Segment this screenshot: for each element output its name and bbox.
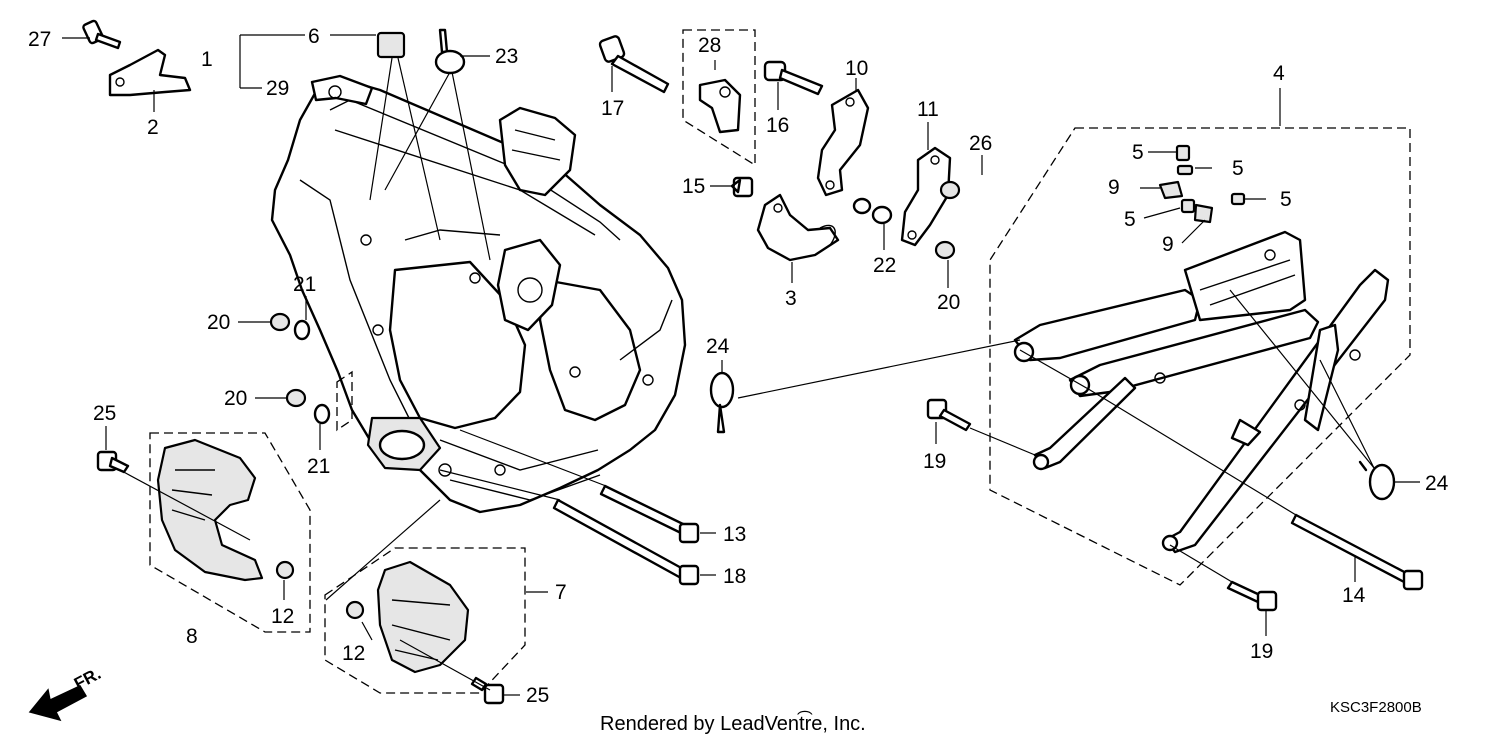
- callout-23: 23: [495, 45, 518, 68]
- nut-26: [939, 180, 961, 200]
- callout-25b: 25: [526, 684, 549, 707]
- bracket-10: [816, 88, 870, 197]
- diagram-code: KSC3F2800B: [1330, 699, 1422, 716]
- main-frame: [270, 74, 687, 514]
- callout-24b: 24: [1425, 472, 1449, 495]
- callout-8: 8: [186, 625, 198, 648]
- callout-28: 28: [698, 34, 721, 57]
- callout-4: 4: [1273, 62, 1285, 85]
- sub-frame: [1013, 230, 1390, 554]
- callout-21b: 21: [307, 455, 330, 478]
- callout-24a: 24: [706, 335, 730, 358]
- callout-20b: 20: [224, 387, 247, 410]
- frame-guard-left: [156, 438, 264, 582]
- band-clip-24a: [709, 371, 735, 434]
- callout-29: 29: [266, 77, 289, 100]
- nut-20a: [269, 312, 291, 332]
- callout-11: 11: [917, 98, 939, 121]
- callout-9b: 9: [1162, 233, 1174, 256]
- nut-20b: [285, 388, 307, 408]
- callout-5c: 5: [1280, 188, 1292, 211]
- rendered-by-credit: Rendered by LeadVent͡re, Inc.: [600, 710, 866, 735]
- callout-6: 6: [308, 25, 320, 48]
- callout-13: 13: [723, 523, 746, 546]
- callout-7: 7: [555, 581, 567, 604]
- callout-17: 17: [601, 97, 624, 120]
- callout-5a: 5: [1132, 141, 1144, 164]
- frame-guard-right: [376, 560, 470, 674]
- callout-15: 15: [682, 175, 705, 198]
- bracket-3: [756, 193, 840, 262]
- band-clip-24b: [1358, 460, 1396, 501]
- callout-22: 22: [873, 254, 896, 277]
- cable-clip-23: [434, 28, 466, 75]
- pad-6: [376, 31, 406, 59]
- callout-3: 3: [785, 287, 797, 310]
- washer-21a: [293, 319, 311, 341]
- clip-28: [698, 78, 742, 134]
- collar-5c: [1230, 192, 1246, 206]
- callout-27: 27: [28, 28, 51, 51]
- bolt-27: [82, 19, 122, 50]
- group-outlines: [149, 29, 1411, 694]
- bracket-2: [108, 48, 192, 97]
- callout-10: 10: [845, 57, 868, 80]
- callout-5b: 5: [1232, 157, 1244, 180]
- collar-5b: [1176, 164, 1194, 176]
- callout-26: 26: [969, 132, 992, 155]
- bolt-25b: [470, 676, 505, 705]
- callout-20c: 20: [937, 291, 960, 314]
- collar-5a: [1175, 144, 1191, 162]
- nut-12a: [275, 560, 295, 580]
- callout-1: 1: [201, 48, 213, 71]
- callout-19b: 19: [1250, 640, 1273, 663]
- callout-12a: 12: [271, 605, 294, 628]
- callout-labels: 27 2 1 6 29 23 17 28 16 10 11 26 15 3 22…: [28, 25, 1449, 707]
- bracket-11: [900, 146, 952, 247]
- bolt-25a: [96, 450, 130, 474]
- callout-14: 14: [1342, 584, 1366, 607]
- callout-21a: 21: [293, 273, 316, 296]
- bolt-19b: [1226, 580, 1278, 612]
- front-direction-arrow: FR.: [28, 664, 104, 722]
- bolt-16: [763, 60, 824, 96]
- bolt-19a: [926, 398, 972, 432]
- bolt-15: [730, 176, 754, 198]
- bolt-13: [599, 484, 700, 544]
- callout-20a: 20: [207, 311, 230, 334]
- nut-20c: [934, 240, 956, 260]
- callout-18: 18: [723, 565, 746, 588]
- mount-9b: [1193, 203, 1214, 224]
- clip-22: [852, 197, 893, 225]
- collar-5d: [1180, 198, 1196, 214]
- callout-25a: 25: [93, 402, 116, 425]
- bolt-17: [598, 35, 670, 94]
- callout-19a: 19: [923, 450, 946, 473]
- callout-16: 16: [766, 114, 789, 137]
- washer-21b: [313, 403, 331, 425]
- nut-12b: [345, 600, 365, 620]
- callout-12b: 12: [342, 642, 365, 665]
- bolt-18: [552, 498, 700, 586]
- callout-2: 2: [147, 116, 159, 139]
- leader-lines: [62, 34, 1420, 696]
- callout-5d: 5: [1124, 208, 1136, 231]
- callout-9a: 9: [1108, 176, 1120, 199]
- bolt-14: [1290, 513, 1424, 591]
- mount-9a: [1158, 180, 1184, 200]
